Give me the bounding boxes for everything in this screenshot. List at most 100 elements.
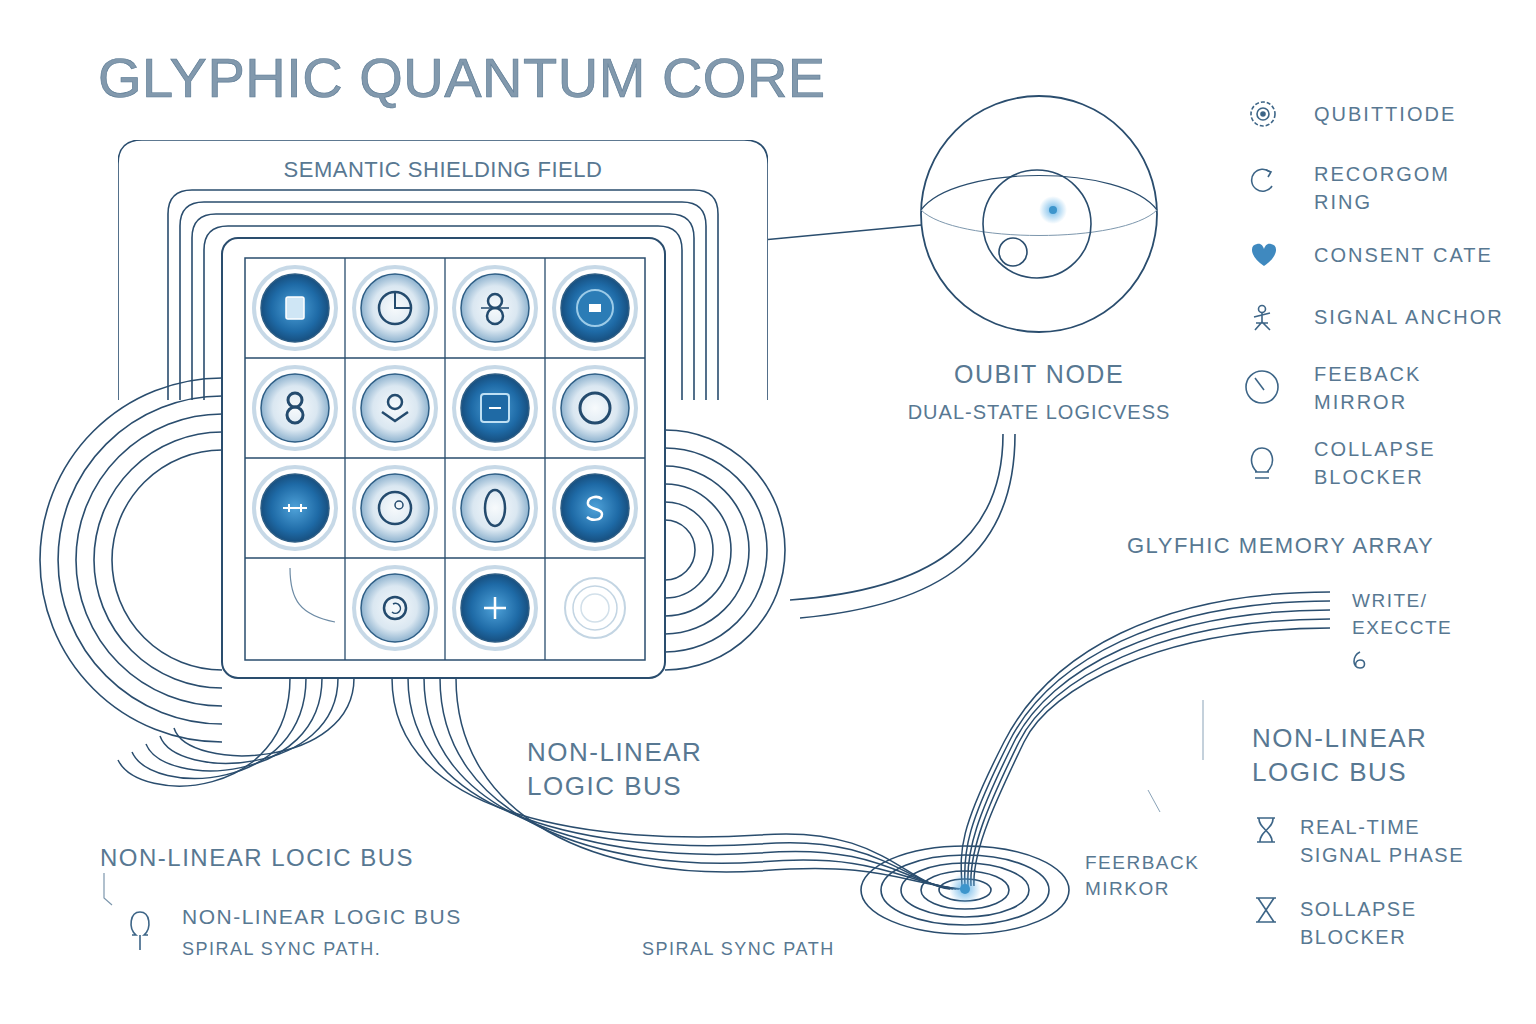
- legend-text: QUBITTIODE: [1312, 100, 1512, 128]
- qubit-cell: [454, 367, 536, 449]
- qubit-cell-part: [388, 395, 402, 409]
- qubit-cell-part: [554, 467, 636, 549]
- legend-icons-part: [1257, 818, 1275, 842]
- qubit-cell: [554, 367, 636, 449]
- legend-entry: FEEBACK MIRROR: [1312, 360, 1462, 416]
- qubit-cell: [565, 578, 625, 638]
- sphere-outline-part: [999, 238, 1027, 266]
- sphere-outline-part: [921, 176, 1157, 211]
- sphere-outline-part: [1049, 206, 1057, 214]
- qubit-cell-part: [481, 307, 509, 309]
- legend-icons-part: [1254, 313, 1270, 330]
- legend-icons-part: [1256, 898, 1276, 922]
- qubit-cell-part: [261, 274, 329, 342]
- legend-entry: RECORGOM RING: [1312, 160, 1462, 216]
- shield-bands-part: [192, 214, 694, 400]
- qubit-cell-part: [461, 274, 529, 342]
- qubit-cell-part: [589, 304, 601, 312]
- sphere-outline-part: [921, 96, 1157, 332]
- sphere-outline-part: [983, 170, 1091, 278]
- legend-icons-part: [104, 868, 112, 905]
- node-subtitle: DUAL-STATE LOGICVESS: [905, 399, 1174, 425]
- qubit-cell-part: [288, 393, 302, 407]
- field-loops-right-part: [665, 448, 767, 652]
- legend-icons-part: [1252, 448, 1273, 478]
- logic-bus-lower-part: [456, 678, 962, 889]
- qubit-cell-part: [379, 492, 411, 524]
- sphere-outline-part: [921, 210, 1157, 236]
- part-label: GLYFHIC MEMORY ARRAY: [1125, 532, 1436, 561]
- feedback-mirror-spiral: [861, 846, 1069, 934]
- qubit-cell-part: [484, 597, 506, 619]
- legend-icons-part: [1266, 170, 1271, 177]
- qubit-cell-part: [461, 374, 529, 442]
- qubit-cell-part: [454, 467, 536, 549]
- part-label: FEERBACK MIRKOR: [1083, 850, 1212, 901]
- qubit-cell-part: [361, 374, 429, 442]
- part-label: REAL-TIME SIGNAL PHASE: [1298, 813, 1477, 869]
- spiral-glow: [949, 873, 981, 905]
- shield-bands-part: [204, 226, 682, 400]
- legend-icons-part: [1252, 244, 1276, 266]
- qubit-grid-part: [245, 258, 645, 660]
- field-loops-right-part: [665, 520, 695, 580]
- part-label: WRITE/ EXECCTE: [1350, 588, 1459, 641]
- qubit-cell-part: [561, 474, 629, 542]
- qubit-grid-part: [222, 238, 665, 678]
- qubit-cell-part: [561, 374, 629, 442]
- qubit-grid-part: [245, 258, 645, 660]
- field-loops-left-part: [58, 396, 222, 724]
- node-title: OUBIT NODE: [951, 358, 1127, 391]
- feedback-mirror-spiral-part: [921, 871, 1009, 909]
- field-loops-left-part: [112, 450, 222, 670]
- logic-bus-lower-part: [440, 678, 959, 889]
- qubit-cell-part: [554, 267, 636, 349]
- qubit-cell-part: [361, 474, 429, 542]
- qubit-cell-part: [261, 374, 329, 442]
- qubit-cell-part: [565, 578, 625, 638]
- legend-entry: COLLAPSE BLOCKER: [1312, 435, 1462, 491]
- field-loops-right: [665, 430, 785, 670]
- legend-entry: QUBITTIODE: [1312, 100, 1512, 128]
- qubit-cell-part: [254, 367, 336, 449]
- legend-icons-part: [1259, 306, 1266, 313]
- shield-bands-part: [168, 190, 718, 400]
- field-loops-left: [40, 378, 222, 742]
- field-loops-right-part: [665, 484, 731, 616]
- logic-bus-lower-part: [408, 678, 953, 889]
- qubit-cell-part: [379, 292, 411, 324]
- field-loops-left-part: [40, 378, 222, 742]
- qubit-cell: [354, 467, 436, 549]
- part-label: NON-LINEAR LOCIC BUS: [98, 842, 416, 873]
- part-label: SPIRAL SYNC PATH: [640, 938, 837, 961]
- leader-ticks-part: [1203, 700, 1204, 760]
- qubit-cell-part: [577, 290, 613, 326]
- qubit-cell-part: [461, 574, 529, 642]
- bottom-wires: [118, 678, 354, 786]
- legend-icons-part: [1354, 652, 1365, 668]
- legend-icons-part: [1257, 108, 1269, 120]
- spiral-core: [960, 884, 970, 894]
- qubit-cell: [354, 267, 436, 349]
- qubit-cell: [354, 367, 436, 449]
- qubit-cell-part: [554, 367, 636, 449]
- qubit-cell-part: [354, 367, 436, 449]
- qubit-cell-part: [283, 504, 307, 512]
- qubit-cell: [454, 267, 536, 349]
- qubit-cell-part: [287, 407, 303, 423]
- qubit-sphere: OUBIT NODE DUAL-STATE LOGICVESS: [892, 92, 1187, 425]
- legend-text: COLLAPSE BLOCKER: [1312, 435, 1462, 491]
- field-loops-left-part: [94, 432, 222, 688]
- qubit-cell-part: [395, 292, 411, 308]
- legend-icons: [104, 102, 1365, 950]
- qubit-cell-part: [286, 297, 304, 319]
- qubit-cell: [354, 567, 436, 649]
- qubit-grid-part: [290, 568, 335, 622]
- legend-text: FEEBACK MIRROR: [1312, 360, 1462, 416]
- qubit-cell-part: [454, 367, 536, 449]
- leader-ticks-part: [1148, 790, 1160, 812]
- bottom-wires-part: [160, 678, 338, 763]
- legend-entry: CONSENT CATE: [1312, 241, 1522, 269]
- sphere-tail: [790, 434, 1015, 618]
- qubit-cell-part: [454, 567, 536, 649]
